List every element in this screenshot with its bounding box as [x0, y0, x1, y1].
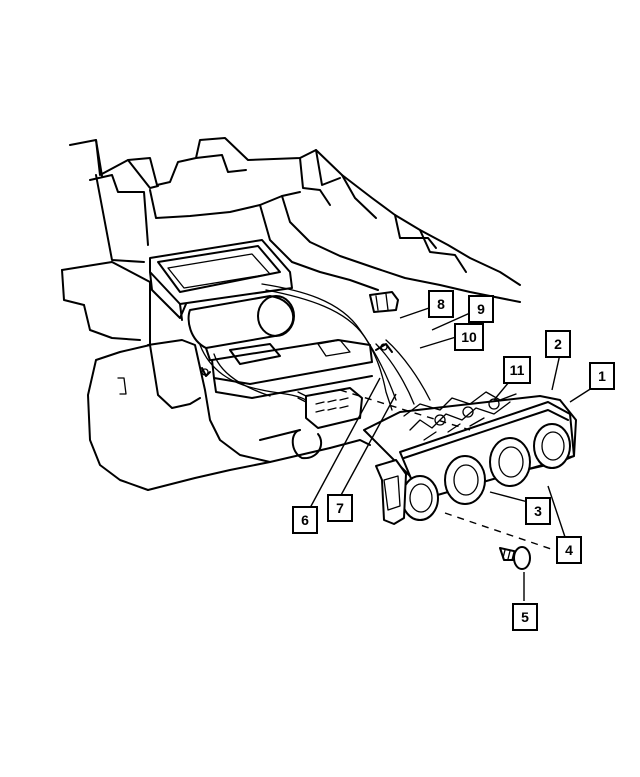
callout-label-5: 5: [521, 609, 529, 625]
callout-label-8: 8: [437, 296, 445, 312]
callout-6: 6: [292, 506, 318, 534]
screw: [499, 546, 531, 570]
callout-label-11: 11: [510, 362, 525, 378]
callout-label-3: 3: [534, 503, 542, 519]
instrument-panel-drawing: [61, 137, 521, 491]
climate-control-assembly: [363, 391, 577, 525]
callout-label-1: 1: [598, 368, 606, 384]
callout-5: 5: [512, 603, 538, 631]
callout-8: 8: [428, 290, 454, 318]
callout-7: 7: [327, 494, 353, 522]
callout-9: 9: [468, 295, 494, 323]
callout-label-4: 4: [565, 542, 573, 558]
callout-label-6: 6: [301, 512, 309, 528]
knob-group: [401, 423, 571, 521]
callout-4: 4: [556, 536, 582, 564]
callout-3: 3: [525, 497, 551, 525]
callout-label-9: 9: [477, 301, 485, 317]
callout-label-2: 2: [554, 336, 562, 352]
callout-label-7: 7: [336, 500, 344, 516]
callout-11: 11: [503, 356, 531, 384]
callout-2: 2: [545, 330, 571, 358]
callout-label-10: 10: [461, 329, 477, 345]
callout-1: 1: [589, 362, 615, 390]
callout-10: 10: [454, 323, 484, 351]
